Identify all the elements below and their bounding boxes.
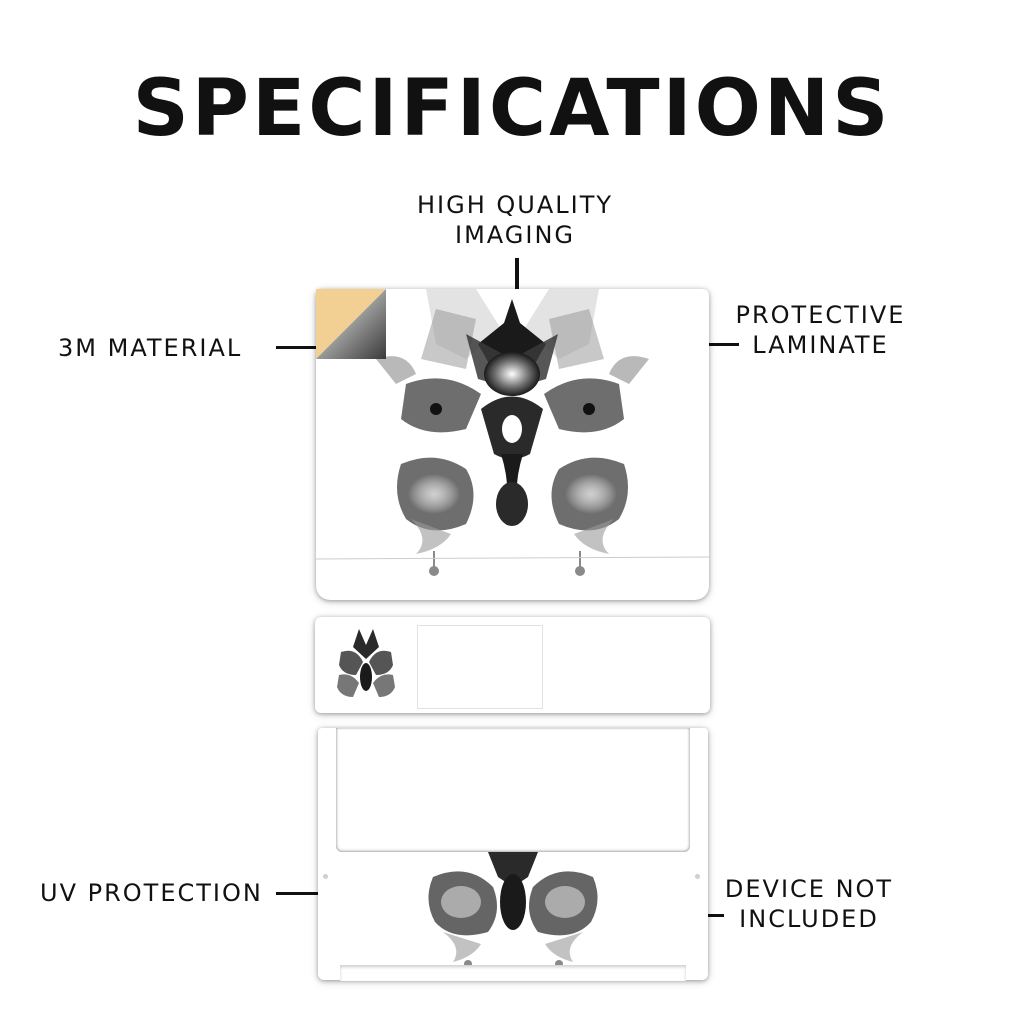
callout-line: INCLUDED	[739, 905, 879, 933]
callout-protective-laminate: PROTECTIVE LAMINATE	[728, 300, 913, 360]
callout-line: HIGH QUALITY	[416, 191, 614, 219]
page-title: SPECIFICATIONS	[132, 64, 892, 154]
ink-wolf-base-artwork	[428, 852, 598, 968]
callout-device-not-included: DEVICE NOT INCLUDED	[718, 874, 900, 934]
ink-wolf-thumbnail	[337, 629, 395, 697]
keyboard-cutout	[336, 728, 690, 852]
leader-line-imaging	[515, 258, 519, 318]
callout-3m-material: 3M MATERIAL	[58, 334, 243, 362]
base-skin-panel	[318, 728, 708, 981]
callout-line: PROTECTIVE	[735, 301, 906, 329]
leader-line-material	[276, 346, 350, 349]
callout-line: IMAGING	[454, 221, 575, 249]
screw-hole	[695, 874, 700, 879]
callout-uv-protection: UV PROTECTION	[40, 879, 263, 907]
callout-line: LAMINATE	[752, 331, 889, 359]
lid-skin-panel	[316, 289, 709, 600]
peel-corner-icon	[316, 289, 386, 359]
palmrest-skin-panel	[315, 617, 710, 713]
screw-hole	[323, 874, 328, 879]
base-bottom-notch	[340, 965, 686, 981]
callout-line: DEVICE NOT	[724, 875, 894, 903]
touchpad-cutout	[417, 625, 543, 709]
callout-high-quality-imaging: HIGH QUALITY IMAGING	[405, 190, 625, 250]
